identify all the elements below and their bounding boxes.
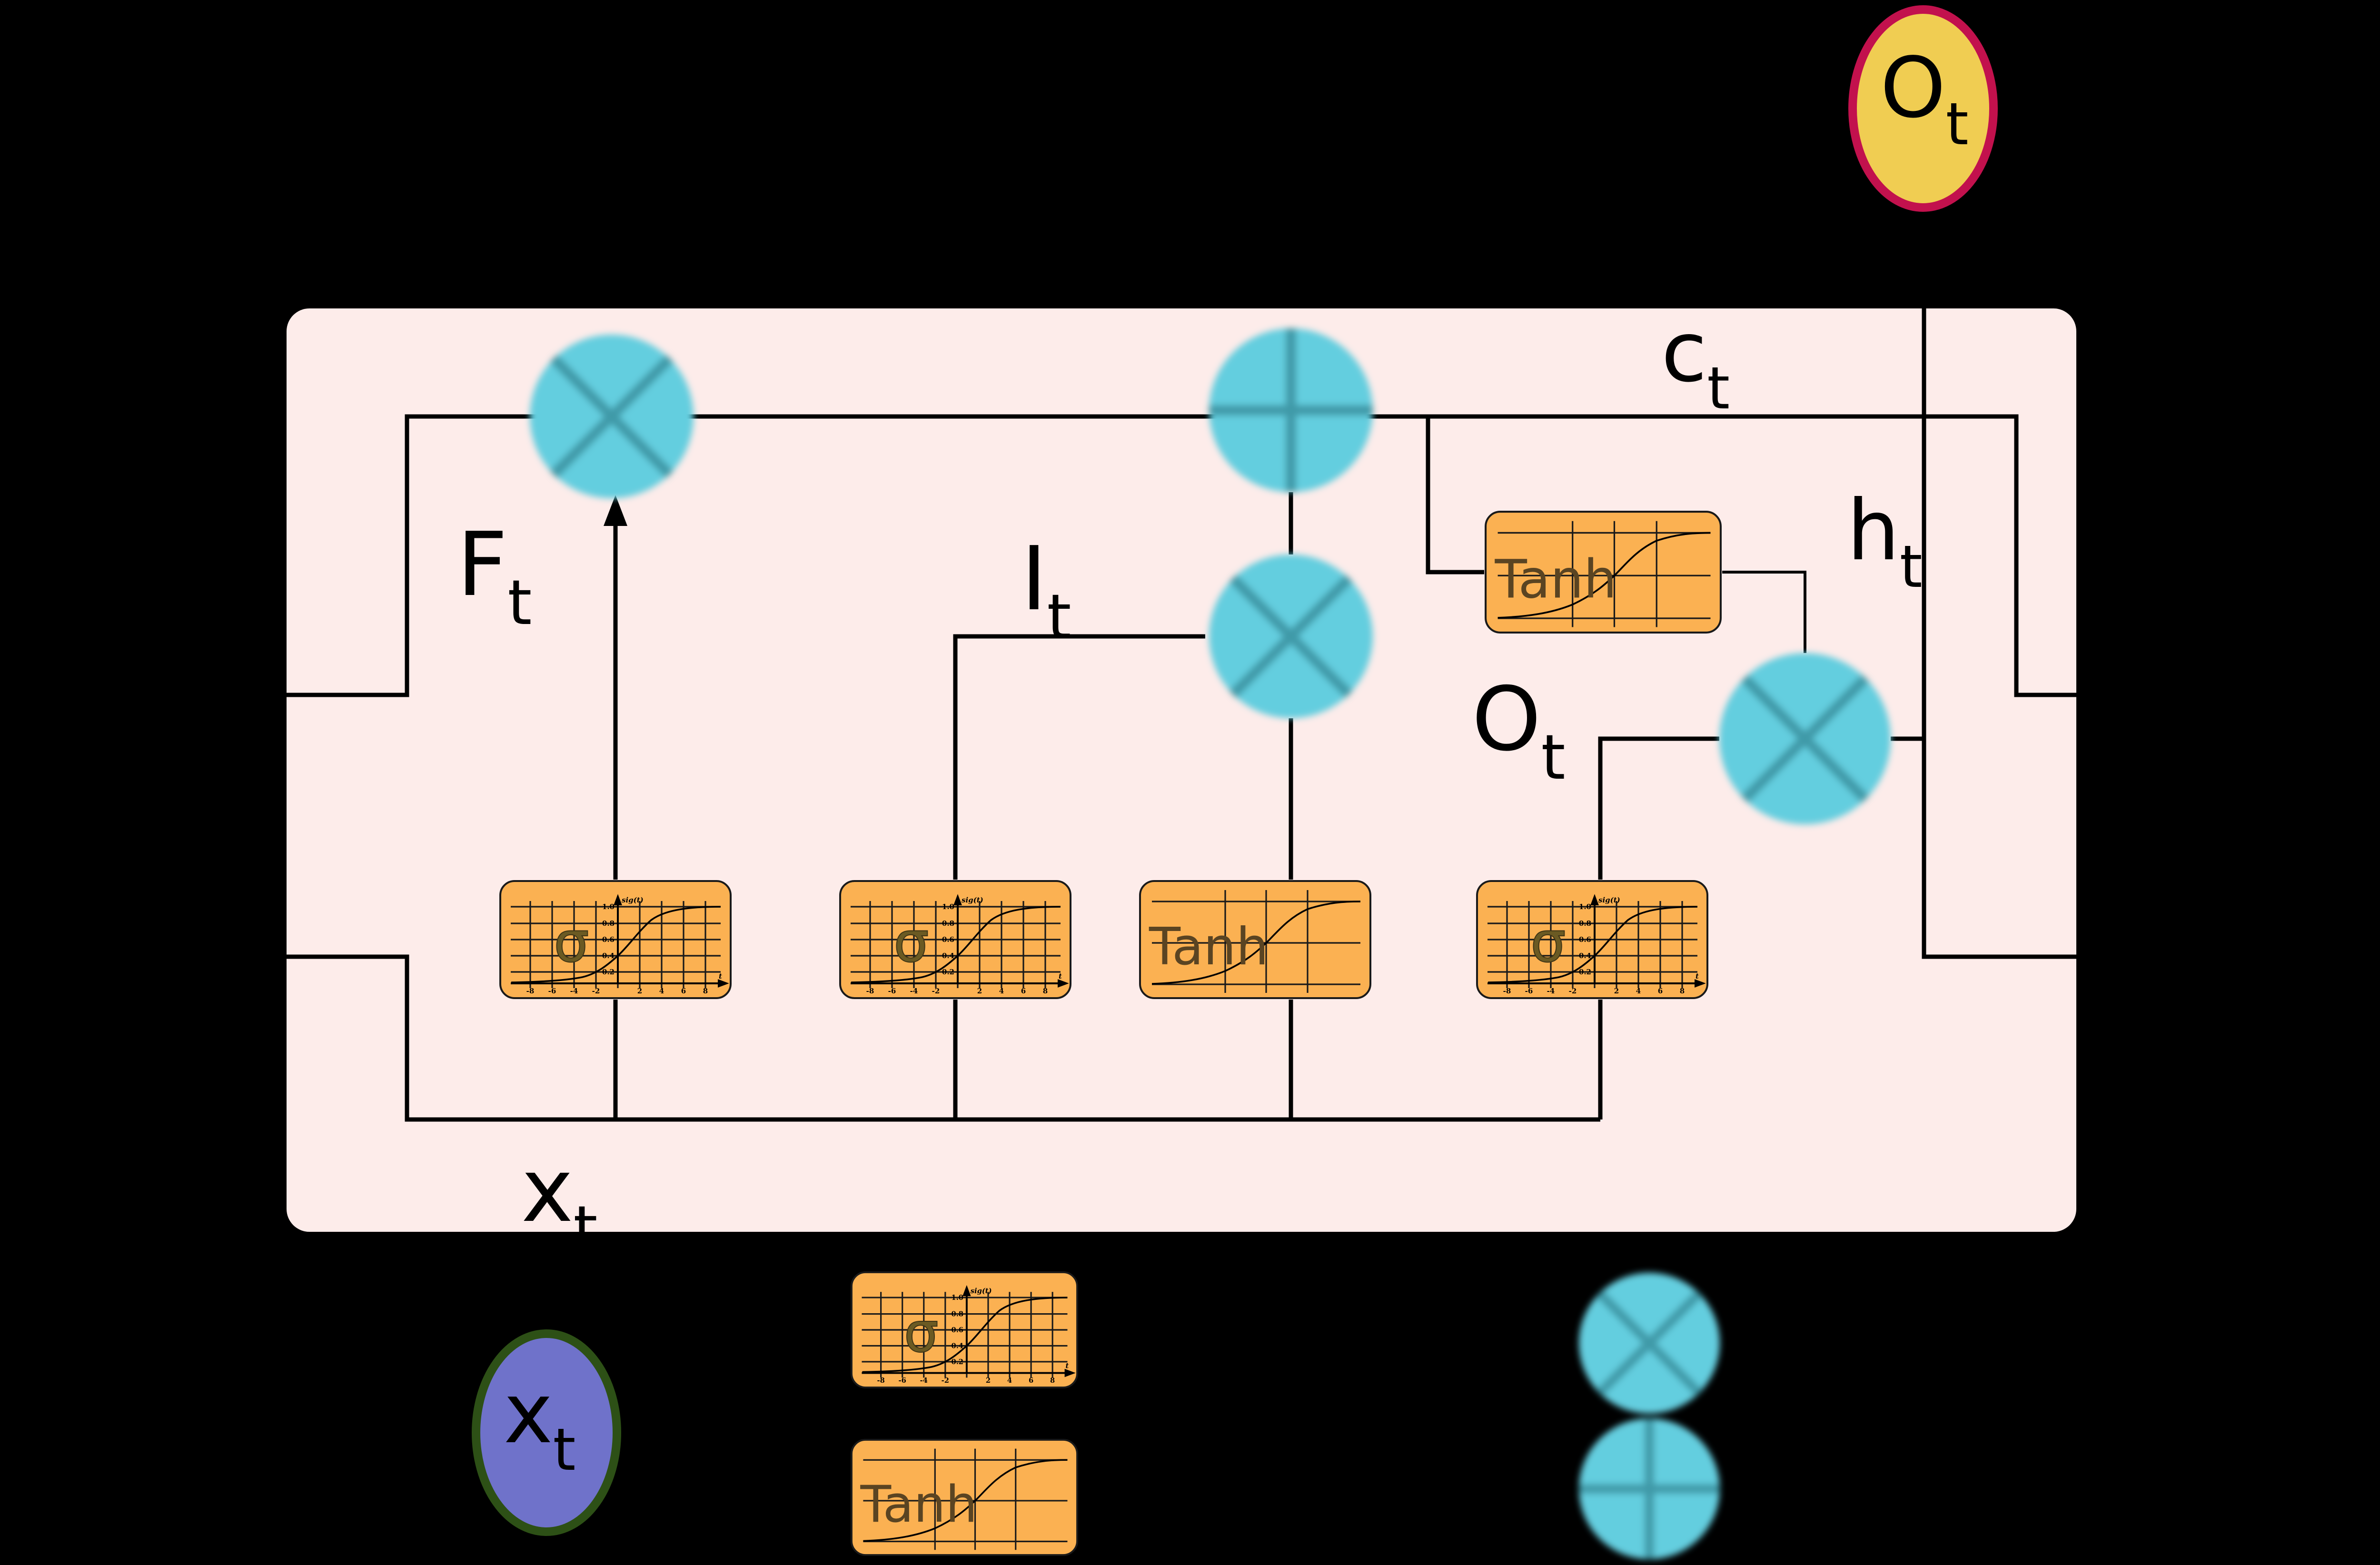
gate-box-candidate-tanh[interactable] bbox=[1139, 880, 1371, 999]
op-circle-input-multiply[interactable] bbox=[1209, 555, 1373, 718]
wire-tanh-to-output-multiply bbox=[1722, 571, 1806, 653]
legend-item-add[interactable] bbox=[1579, 1418, 1720, 1559]
wire-cellstate-to-tanh bbox=[1426, 416, 1484, 574]
legend-item-tanh[interactable] bbox=[850, 1438, 1079, 1556]
output-node-ot[interactable]: Ot bbox=[1848, 5, 1998, 212]
wire-hidden-state-in bbox=[287, 954, 1600, 1122]
wire-cell-state-out bbox=[1291, 414, 2076, 697]
input-node-xt[interactable]: xt bbox=[472, 1329, 621, 1536]
op-circle-forget-multiply[interactable] bbox=[530, 335, 694, 498]
gate-box-input-sigmoid[interactable] bbox=[839, 880, 1071, 999]
legend-item-sigma[interactable] bbox=[850, 1271, 1079, 1389]
gate-box-forget-sigmoid[interactable] bbox=[499, 880, 732, 999]
legend-item-multiply[interactable] bbox=[1579, 1273, 1720, 1414]
gate-box-cellstate-tanh[interactable] bbox=[1486, 512, 1721, 633]
gate-box-output-sigmoid[interactable] bbox=[1476, 880, 1708, 999]
wire-hidden-state-out bbox=[1891, 736, 2076, 959]
wire-cell-state-in bbox=[287, 414, 612, 697]
op-circles bbox=[530, 328, 1891, 824]
op-circle-output-multiply[interactable] bbox=[1719, 653, 1891, 824]
wire-layer bbox=[287, 308, 2076, 1122]
wire-output-gate-to-multiply bbox=[1598, 736, 1719, 880]
legend bbox=[850, 1271, 1720, 1559]
arrowhead-forget bbox=[604, 495, 627, 526]
wire-input-gate-to-multiply bbox=[953, 634, 1205, 880]
op-circle-cellstate-add[interactable] bbox=[1209, 328, 1373, 492]
